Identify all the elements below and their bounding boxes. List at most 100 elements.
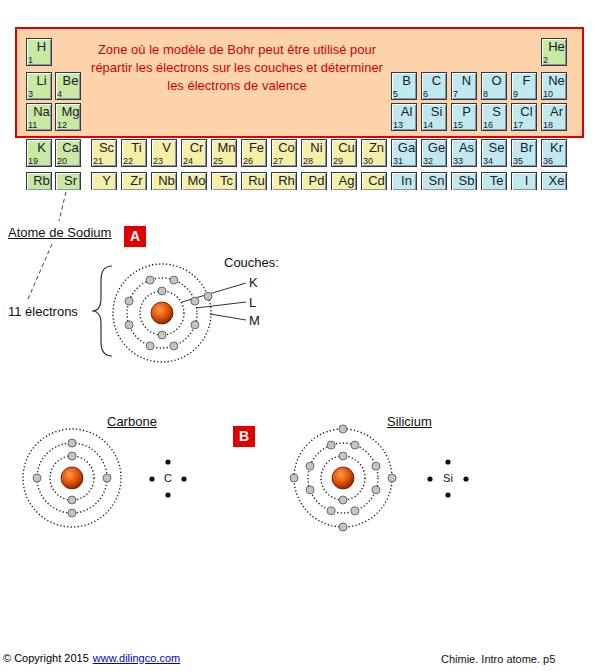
- element-symbol: Ga: [392, 141, 416, 155]
- atomic-number: 32: [423, 156, 433, 166]
- element-symbol: Ti: [122, 141, 146, 155]
- electron: [170, 342, 178, 350]
- element-symbol: H: [27, 40, 51, 54]
- electron: [290, 474, 298, 482]
- element-cell: P15: [451, 103, 477, 131]
- element-symbol: B: [392, 74, 416, 88]
- element-cell: Sb: [451, 172, 477, 190]
- element-symbol: S: [482, 105, 506, 119]
- element-cell: Sc21: [91, 139, 117, 167]
- element-cell: K19: [26, 139, 52, 167]
- section-tag: B: [233, 426, 255, 447]
- copyright: © Copyright 2015: [3, 652, 89, 664]
- electron: [191, 321, 199, 329]
- atomic-number: 18: [543, 120, 553, 130]
- element-symbol: Nb: [152, 174, 176, 188]
- count-label: 11 électrons: [8, 304, 78, 319]
- element-cell: N7: [451, 72, 477, 100]
- element-cell: C6: [421, 72, 447, 100]
- element-cell: Te: [481, 172, 507, 190]
- element-cell: Se34: [481, 139, 507, 167]
- electron-shell: [321, 456, 365, 500]
- element-cell: F9: [511, 72, 537, 100]
- atomic-number: 21: [93, 156, 103, 166]
- electron: [351, 441, 359, 449]
- atomic-number: 11: [28, 120, 37, 130]
- element-cell: Pd: [301, 172, 327, 190]
- element-cell: Na11: [26, 103, 52, 131]
- leader-line: [28, 244, 52, 299]
- electron-shell: [37, 443, 107, 513]
- atomic-number: 2: [543, 55, 548, 65]
- electron: [103, 474, 111, 482]
- electron: [158, 287, 166, 295]
- element-symbol: N: [452, 74, 476, 88]
- element-symbol: Be: [56, 74, 80, 88]
- atomic-number: 36: [543, 156, 553, 166]
- electron: [327, 507, 335, 515]
- brace: [92, 266, 112, 356]
- element-symbol: Mn: [212, 141, 236, 155]
- element-symbol: V: [152, 141, 176, 155]
- nucleus: [61, 467, 83, 489]
- element-symbol: Zn: [362, 141, 386, 155]
- element-cell: Rb: [26, 172, 52, 190]
- element-cell: Y: [91, 172, 117, 190]
- atomic-number: 20: [57, 156, 67, 166]
- leader-line: [196, 302, 246, 308]
- electron: [204, 292, 212, 300]
- electron: [306, 462, 314, 470]
- electron: [191, 297, 199, 305]
- element-symbol: Kr: [542, 141, 566, 155]
- electron: [125, 297, 133, 305]
- element-cell: Li3: [26, 72, 52, 100]
- element-cell: Sr: [55, 172, 81, 190]
- atomic-number: 34: [483, 156, 493, 166]
- electron-shell: [140, 291, 184, 335]
- atomic-number: 8: [483, 89, 488, 99]
- section-letter: B: [239, 428, 249, 444]
- atomic-number: 12: [57, 120, 67, 130]
- element-cell: Zr: [121, 172, 147, 190]
- leader-line: [210, 314, 246, 320]
- atomic-number: 30: [363, 156, 373, 166]
- element-cell: Ge32: [421, 139, 447, 167]
- atomic-number: 17: [513, 120, 523, 130]
- atomic-number: 7: [453, 89, 458, 99]
- element-cell: In: [391, 172, 417, 190]
- atomic-number: 3: [28, 89, 33, 99]
- website-link: www.dilingco.com: [93, 652, 180, 664]
- element-cell: Be4: [55, 72, 81, 100]
- element-symbol: As: [452, 141, 476, 155]
- element-cell: Mg12: [55, 103, 81, 131]
- element-symbol: O: [482, 74, 506, 88]
- element-cell: Ti22: [121, 139, 147, 167]
- electron: [388, 474, 396, 482]
- electron: [306, 486, 314, 494]
- element-cell: Zn30: [361, 139, 387, 167]
- element-cell: Sn: [421, 172, 447, 190]
- element-symbol: F: [512, 74, 536, 88]
- electron-shell: [23, 429, 121, 527]
- element-cell: Ca20: [55, 139, 81, 167]
- element-symbol: Ge: [422, 141, 446, 155]
- atomic-number: 14: [423, 120, 433, 130]
- element-cell: Tc: [211, 172, 237, 190]
- electron: [68, 509, 76, 517]
- element-symbol: C: [422, 74, 446, 88]
- element-cell: Al13: [391, 103, 417, 131]
- element-cell: He2: [541, 38, 567, 66]
- element-symbol: Mg: [56, 105, 80, 119]
- element-symbol: Rh: [272, 174, 296, 188]
- element-symbol: Li: [27, 74, 51, 88]
- element-symbol: Cu: [332, 141, 356, 155]
- bohr-zone: Zone où le modèle de Bohr peut être util…: [15, 27, 584, 138]
- element-cell: H1: [26, 38, 52, 66]
- atomic-number: 6: [423, 89, 428, 99]
- atomic-number: 16: [483, 120, 493, 130]
- element-symbol: Cr: [182, 141, 206, 155]
- atomic-number: 29: [333, 156, 343, 166]
- element-cell: As33: [451, 139, 477, 167]
- shell-name: M: [249, 313, 260, 328]
- atomic-number: 26: [243, 156, 253, 166]
